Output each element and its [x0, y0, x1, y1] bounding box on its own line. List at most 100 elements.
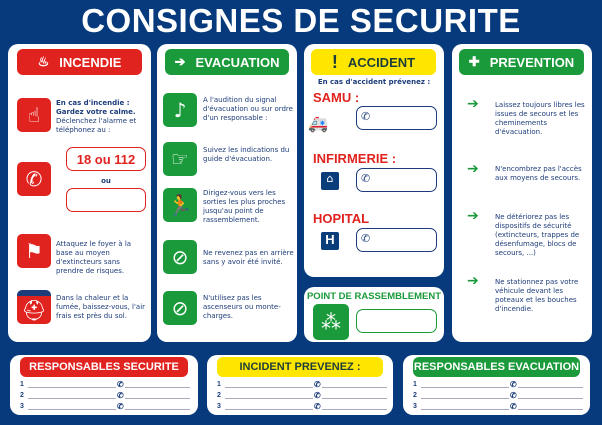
- phone-icon: ✆: [313, 380, 322, 389]
- responsables-securite-header: RESPONSABLES SECURITE: [20, 357, 188, 377]
- phone-icon: ✆: [313, 402, 322, 411]
- evac-item: N'utilisez pas les ascenseurs ou monte-c…: [203, 294, 281, 320]
- phone-icon: ✆: [361, 232, 371, 245]
- intro-bold: En cas d'incendie : Gardez votre calme.: [56, 99, 136, 116]
- evac-item: Suivez les indications du guide d'évacua…: [203, 146, 290, 163]
- responsables-evacuation-panel: RESPONSABLES EVACUATION 1✆ 2✆ 3✆: [403, 355, 590, 415]
- accident-panel: ! ACCIDENT En cas d'accident prévenez : S…: [304, 44, 444, 277]
- line-number: 3: [20, 403, 24, 410]
- infirmerie-number-field[interactable]: ✆: [356, 168, 437, 192]
- prevention-panel: ✚ PREVENTION ➔ Laissez toujours libres le…: [452, 44, 592, 342]
- contact-line[interactable]: 1✆: [413, 380, 583, 391]
- first-aid-icon: ✚: [468, 54, 480, 69]
- prevention-item: Laissez toujours libres les issues de se…: [495, 101, 585, 136]
- accident-title: ACCIDENT: [347, 54, 416, 70]
- prevention-header: ✚ PREVENTION: [459, 49, 584, 75]
- fire-phone-icon: ✆: [17, 162, 51, 196]
- line-number: 2: [413, 392, 417, 399]
- extinguisher-icon: ⚑: [17, 234, 51, 268]
- guide-pointing-icon: ☞: [163, 142, 197, 176]
- incident-prevenez-panel: INCIDENT PREVENEZ : 1✆ 2✆ 3✆: [207, 355, 393, 415]
- exit-running-icon: 🏃: [163, 188, 197, 222]
- phone-icon: ✆: [116, 391, 125, 400]
- phone-icon: ✆: [116, 380, 125, 389]
- attack-text: Attaquez le foyer à la base au moyen d'e…: [56, 240, 132, 275]
- header-text: RESPONSABLES SECURITE: [29, 361, 179, 373]
- evac-item: A l'audition du signal d'évacuation ou s…: [203, 96, 293, 122]
- incendie-title: INCENDIE: [59, 54, 122, 70]
- phone-icon: ✆: [509, 402, 518, 411]
- prevention-title: PREVENTION: [489, 54, 575, 70]
- no-elevator-icon: ⊘: [163, 291, 197, 325]
- header-text: INCIDENT PREVENEZ :: [239, 361, 361, 373]
- exclamation-icon: !: [331, 51, 338, 72]
- or-label: ou: [101, 177, 111, 185]
- contact-line[interactable]: 2✆: [413, 391, 583, 402]
- page-title: CONSIGNES DE SECURITE: [81, 2, 521, 39]
- rassemblement-title: POINT DE RASSEMBLEMENT: [306, 291, 442, 302]
- line-number: 1: [217, 381, 221, 388]
- evac-item: Ne revenez pas en arrière sans y avoir é…: [203, 249, 294, 266]
- phone-icon: ✆: [361, 172, 371, 185]
- contact-line[interactable]: 2✆: [20, 391, 190, 402]
- phone-icon: ✆: [509, 391, 518, 400]
- smoke-text: Dans la chaleur et la fumée, baissez-vou…: [56, 294, 146, 320]
- phone-icon: ✆: [313, 391, 322, 400]
- evac-item: Dirigez-vous vers les sorties les plus p…: [203, 189, 286, 224]
- incendie-header: ♨ INCENDIE: [17, 49, 142, 75]
- line-number: 3: [413, 403, 417, 410]
- contact-line[interactable]: 3✆: [413, 402, 583, 413]
- incident-prevenez-header: INCIDENT PREVENEZ :: [217, 357, 383, 377]
- responsables-securite-panel: RESPONSABLES SECURITE 1✆ 2✆ 3✆: [10, 355, 198, 415]
- hopital-number-field[interactable]: ✆: [356, 228, 437, 252]
- no-return-icon: ⊘: [163, 240, 197, 274]
- phone-icon: ✆: [116, 402, 125, 411]
- line-number: 1: [20, 381, 24, 388]
- incendie-intro: En cas d'incendie : Gardez votre calme.D…: [56, 99, 148, 135]
- hospital-icon: H: [321, 232, 339, 250]
- contact-line[interactable]: 3✆: [20, 402, 190, 413]
- arrow-right-icon: ➔: [467, 161, 479, 177]
- phone-icon: ✆: [509, 380, 518, 389]
- flame-icon: ♨: [37, 54, 50, 69]
- fire-number-box: 18 ou 112: [66, 147, 146, 171]
- arrow-right-icon: ➔: [467, 208, 479, 224]
- infirmary-icon: ⌂: [321, 172, 339, 190]
- assembly-point-icon: ⁂: [313, 304, 349, 340]
- alt-number-field[interactable]: [66, 188, 146, 212]
- accident-header: ! ACCIDENT: [311, 49, 436, 75]
- header-text: RESPONSABLES EVACUATION: [413, 361, 580, 373]
- contact-line[interactable]: 2✆: [217, 391, 387, 402]
- infirmerie-label: INFIRMERIE :: [313, 151, 397, 166]
- contact-line[interactable]: 1✆: [20, 380, 190, 391]
- ambulance-icon: 🚑: [308, 114, 328, 133]
- evacuation-title: EVACUATION: [195, 54, 280, 70]
- evacuation-panel: ➔ EVACUATION ♪ A l'audition du signal d'é…: [157, 44, 297, 342]
- phone-icon: ✆: [361, 110, 371, 123]
- contact-line[interactable]: 1✆: [217, 380, 387, 391]
- intro-text: Déclenchez l'alarme et téléphonez au :: [56, 117, 137, 134]
- evacuation-header: ➔ EVACUATION: [165, 49, 289, 75]
- line-number: 2: [20, 392, 24, 399]
- line-number: 2: [217, 392, 221, 399]
- samu-number-field[interactable]: ✆: [356, 106, 437, 130]
- responsables-evacuation-header: RESPONSABLES EVACUATION: [413, 357, 580, 377]
- arrow-right-icon: ➔: [467, 96, 479, 112]
- prevention-item: Ne détériorez pas les dispositifs de séc…: [495, 213, 580, 257]
- rassemblement-field[interactable]: [356, 309, 437, 333]
- arrow-right-icon: ➔: [467, 273, 479, 289]
- contact-line[interactable]: 3✆: [217, 402, 387, 413]
- prevention-item: Ne stationnez pas votre véhicule devant …: [495, 278, 579, 313]
- accident-intro: En cas d'accident prévenez :: [317, 78, 431, 86]
- arrow-right-icon: ➔: [174, 54, 186, 69]
- samu-label: SAMU :: [313, 90, 360, 105]
- line-number: 1: [413, 381, 417, 388]
- rassemblement-panel: POINT DE RASSEMBLEMENT ⁂: [304, 287, 444, 342]
- alarm-sound-icon: ♪: [163, 93, 197, 127]
- incendie-panel: ♨ INCENDIE ☝ En cas d'incendie : Gardez v…: [8, 44, 151, 342]
- crouch-smoke-icon: ⛑: [17, 290, 51, 324]
- alarm-button-icon: ☝: [17, 98, 51, 132]
- line-number: 3: [217, 403, 221, 410]
- prevention-item: N'encombrez pas l'accès aux moyens de se…: [495, 165, 582, 182]
- fire-number: 18 ou 112: [76, 151, 136, 167]
